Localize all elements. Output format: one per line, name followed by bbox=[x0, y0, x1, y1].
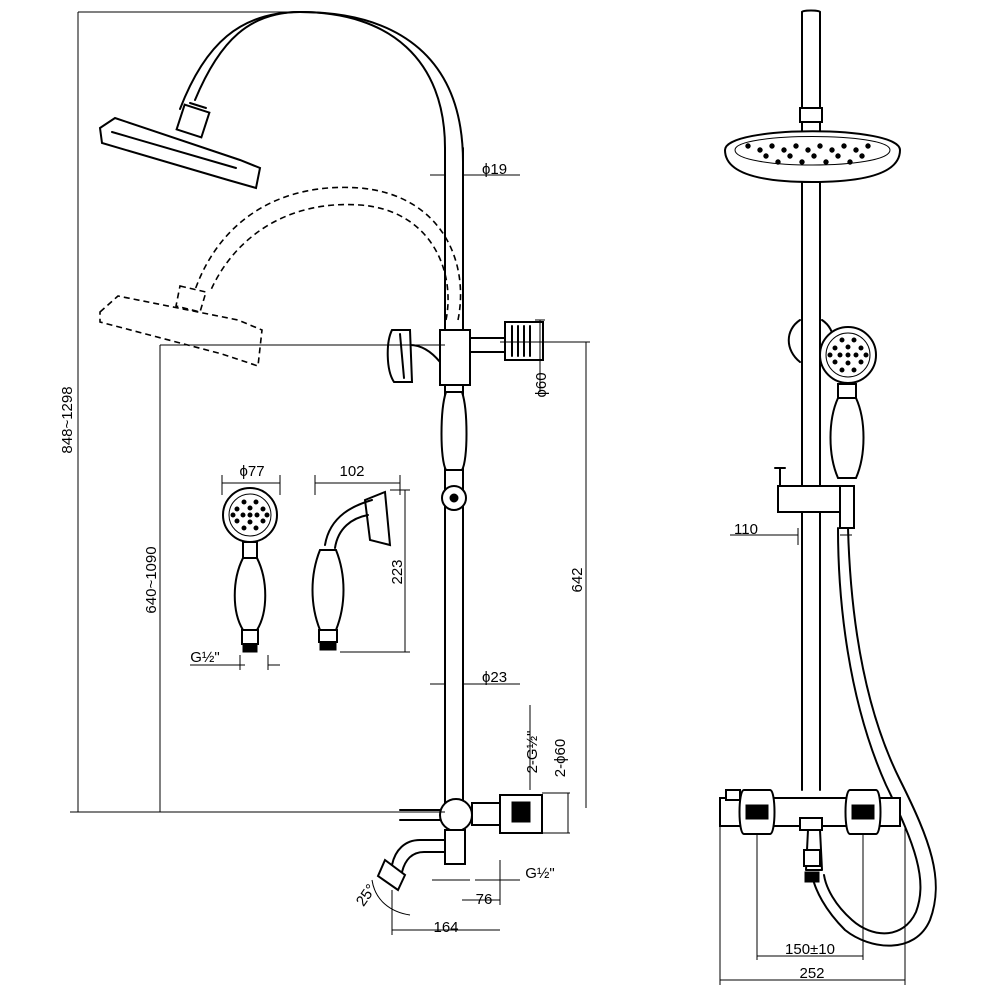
dim-handset-length: 223 bbox=[389, 559, 406, 584]
handset-side-head bbox=[363, 490, 392, 547]
overhead-shower-head bbox=[98, 102, 262, 190]
thermostatic-mixer bbox=[376, 794, 543, 892]
handset-side-handle bbox=[311, 549, 345, 631]
dim-spout-thread: G½" bbox=[525, 865, 555, 882]
spout bbox=[376, 858, 407, 892]
side-view bbox=[70, 11, 590, 935]
handset-handle bbox=[440, 391, 468, 471]
dim-handset-head-diameter: ϕ77 bbox=[239, 463, 264, 480]
arch-pipe-dashed-inner bbox=[209, 203, 449, 321]
shower-nozzles bbox=[745, 143, 871, 165]
front-handset-handle bbox=[829, 397, 865, 479]
overhead-shower-head-lowered bbox=[99, 285, 263, 368]
dim-handset-thread: G½" bbox=[190, 649, 220, 666]
arch-pipe-dashed-outer bbox=[194, 186, 462, 321]
front-hose bbox=[811, 527, 937, 947]
handset-side-detail bbox=[311, 490, 392, 651]
handset-front-detail bbox=[222, 487, 278, 653]
shower-head-top bbox=[98, 116, 262, 190]
dim-slider-offset: 110 bbox=[734, 521, 758, 538]
dim-pipe-diameter-bottom: ϕ23 bbox=[482, 669, 507, 686]
dim-inlet-thread-count: 2-G½" bbox=[524, 731, 541, 774]
mixer-handle bbox=[399, 809, 441, 821]
dim-spout-projection: 164 bbox=[433, 919, 458, 936]
dim-spout-angle: 25° bbox=[353, 881, 380, 909]
front-mixer bbox=[719, 789, 901, 883]
handset-holder bbox=[386, 321, 544, 511]
dim-bracket-height: 642 bbox=[569, 567, 586, 592]
dim-inlet-centres: 150±10 bbox=[785, 941, 835, 958]
dim-handset-width: 102 bbox=[339, 463, 364, 480]
dimension-lines-front bbox=[719, 528, 906, 985]
dim-head-height: 640~1090 bbox=[143, 546, 160, 613]
arch-pipe-inner bbox=[179, 11, 464, 163]
riser-pipe bbox=[444, 147, 464, 809]
dim-mixer-width: 252 bbox=[799, 965, 824, 982]
dim-spout-offset: 76 bbox=[476, 891, 493, 908]
dimension-lines-side bbox=[70, 11, 590, 935]
handset-front-handle bbox=[233, 557, 267, 631]
dim-bracket-diameter: ϕ60 bbox=[533, 372, 550, 397]
dim-total-height: 848~1298 bbox=[59, 386, 76, 453]
dim-pipe-diameter-top: ϕ19 bbox=[482, 161, 507, 178]
dim-inlet-cover-diameter: 2-ϕ60 bbox=[552, 739, 569, 777]
front-riser-pipe bbox=[801, 11, 821, 791]
front-view bbox=[719, 9, 937, 985]
